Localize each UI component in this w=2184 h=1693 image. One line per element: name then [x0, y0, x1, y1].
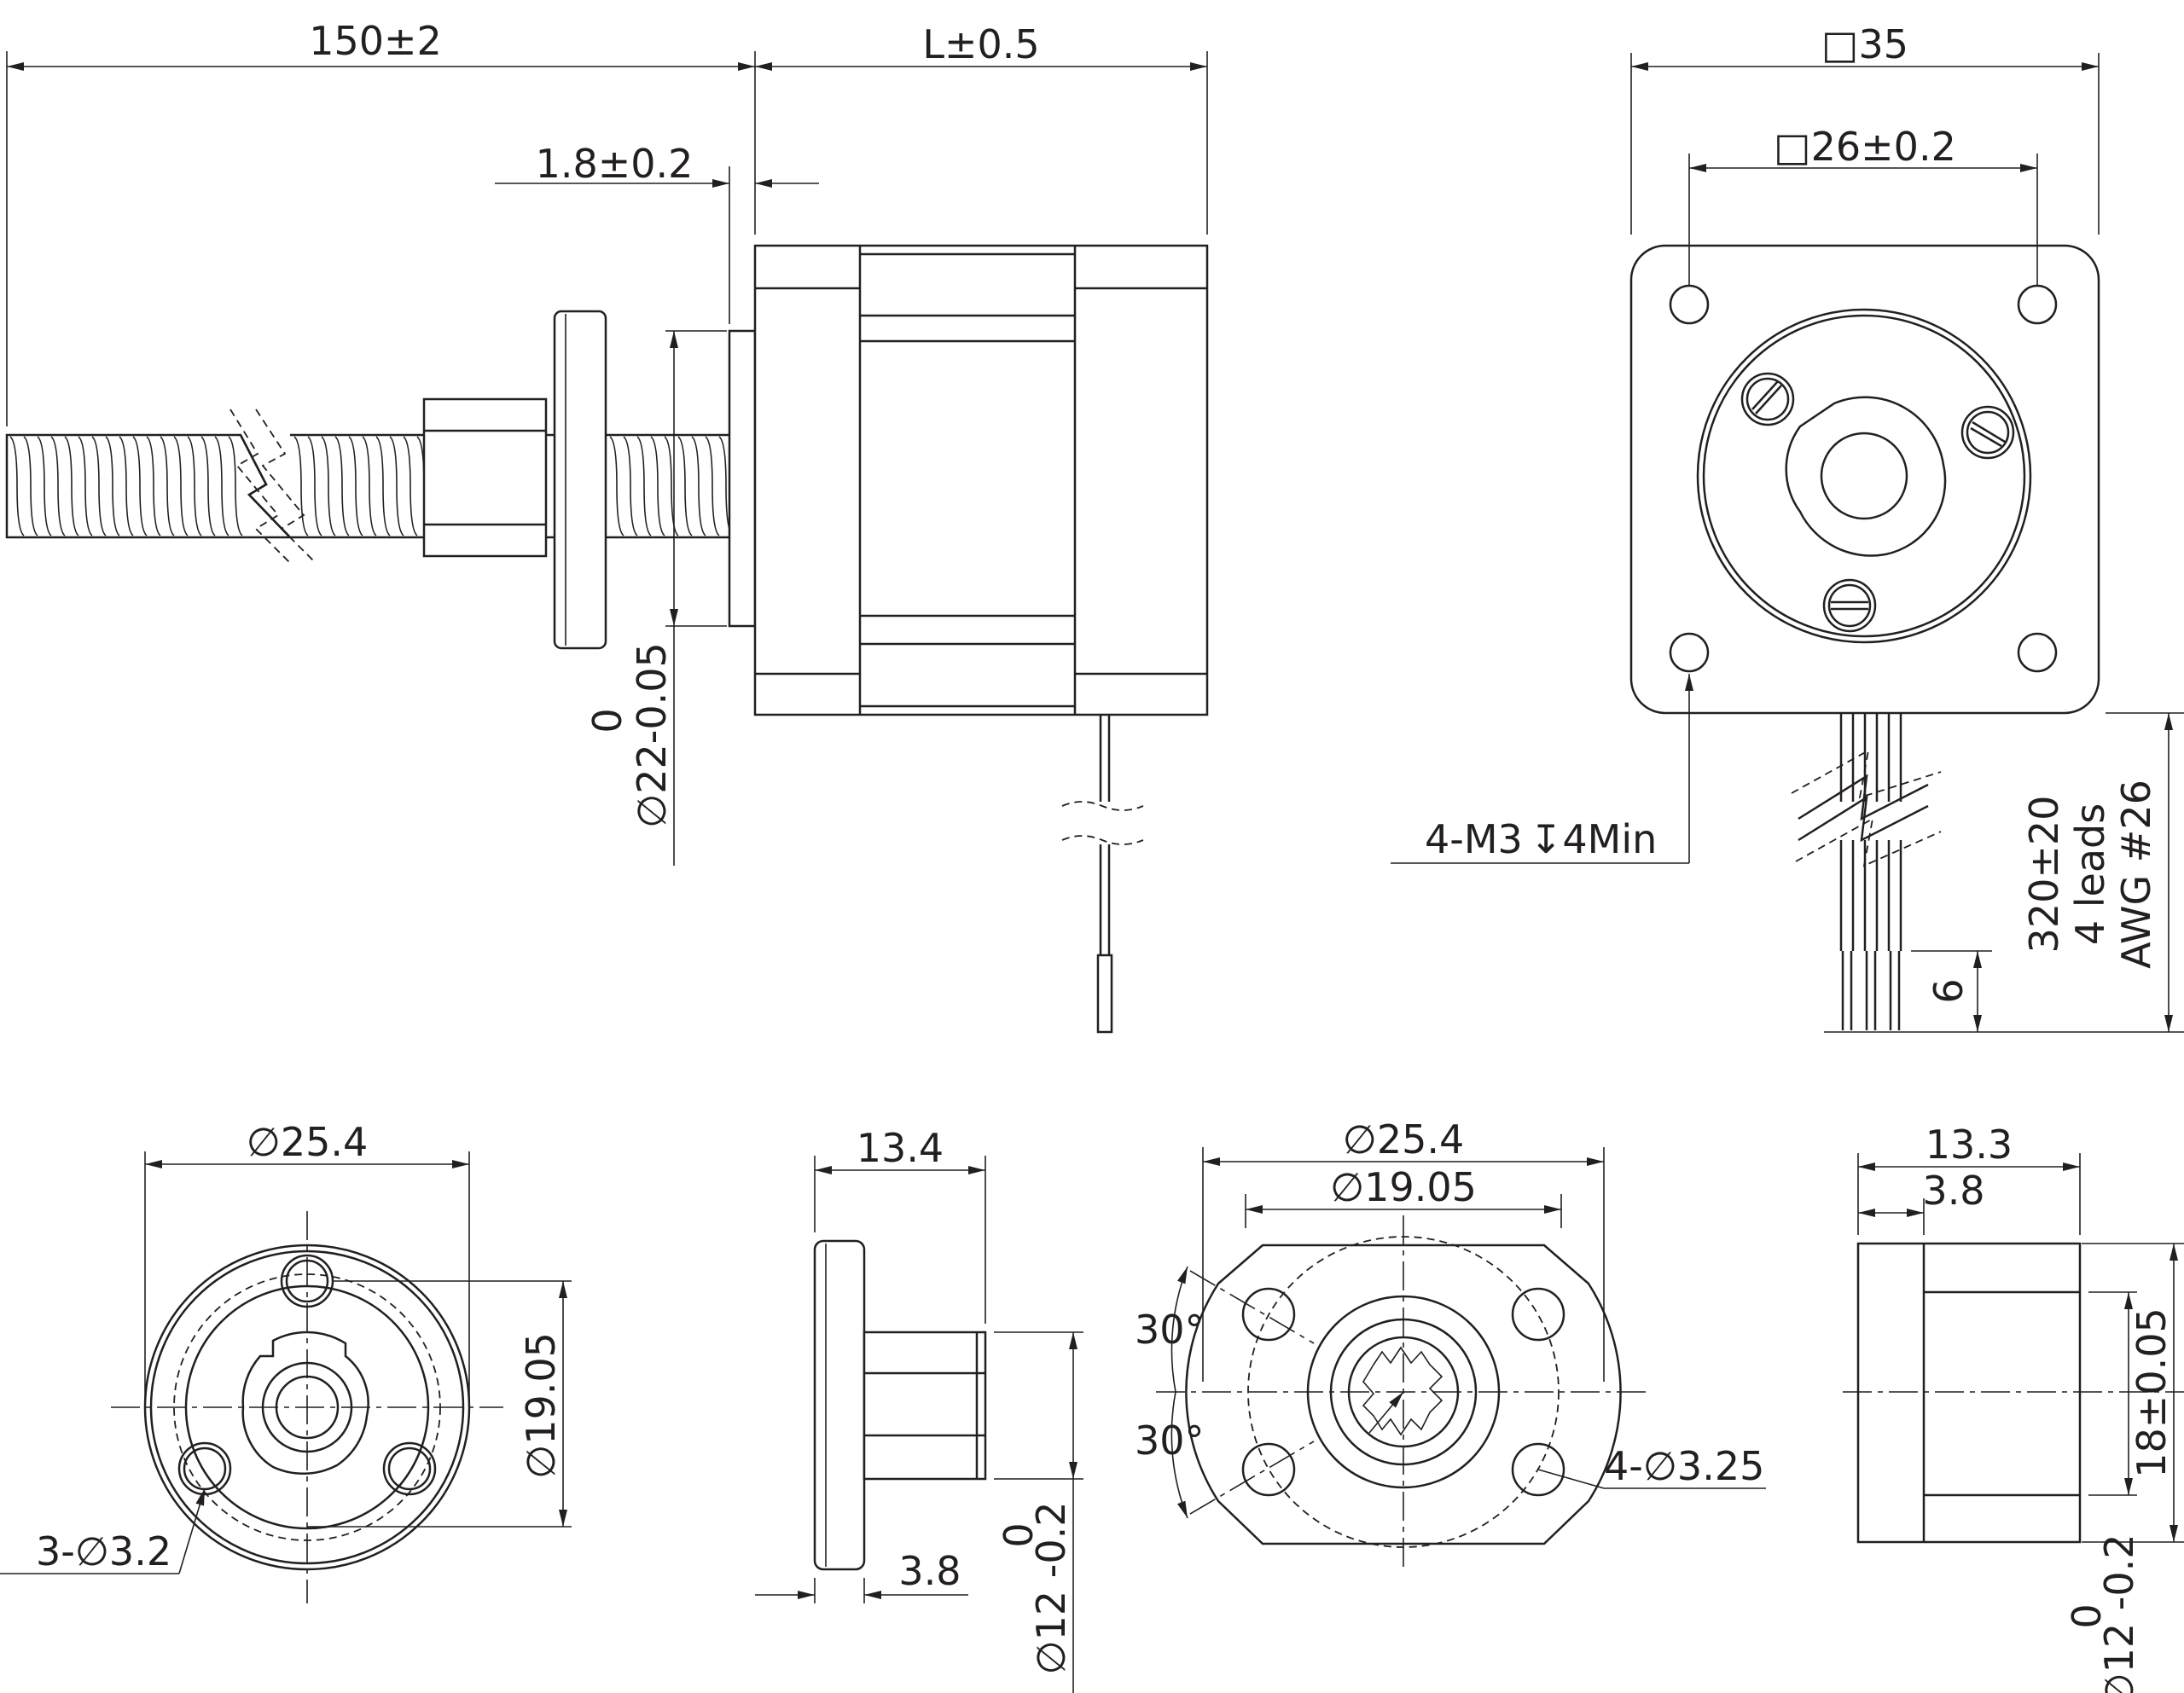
flange-hole	[382, 1441, 437, 1496]
screw-thread	[64, 436, 79, 536]
dim-angle-bottom: 30°	[1135, 1418, 1205, 1464]
screw-thread	[650, 436, 665, 536]
depth-symbol: ↧	[1530, 816, 1563, 862]
screw-thread	[173, 436, 189, 536]
dim-holes: 3-∅3.2	[36, 1528, 171, 1574]
screw-thread	[160, 436, 175, 536]
mount-hole	[2017, 632, 2058, 673]
nut-b-side-dimensions	[1857, 1153, 2184, 1543]
screw-thread	[664, 436, 679, 536]
screw-thread	[78, 436, 93, 536]
dim-body-diameter: ∅12 -0.2	[2096, 1534, 2142, 1693]
motor-body	[728, 244, 1209, 716]
lead-nut	[422, 310, 607, 650]
dim-body-tolerance: 0	[996, 1522, 1042, 1547]
dim-hole-spacing: □26±0.2	[1774, 124, 1956, 170]
screw-thread	[705, 436, 720, 536]
screw-thread	[403, 436, 418, 536]
front-view-dimensions	[1391, 53, 2184, 1033]
screw-thread	[636, 436, 652, 536]
side-lead-wire	[1061, 715, 1144, 1034]
dim-boss-diameter: ∅22-0.05	[629, 642, 675, 828]
flange-hole	[1511, 1287, 1565, 1342]
lead-screw	[5, 409, 734, 564]
dim-motor-length: L±0.5	[922, 21, 1039, 67]
dim-body-height: 18±0.05	[2129, 1307, 2175, 1478]
dim-flange-thickness: 3.8	[1922, 1168, 1984, 1214]
dim-lead-strip: 6	[1926, 978, 1972, 1003]
screw-head	[1960, 405, 2015, 460]
dim-holes: 4-∅3.25	[1604, 1443, 1764, 1489]
dim-bolt-circle: ∅19.05	[1330, 1164, 1477, 1210]
dim-lead-gauge: AWG #26	[2113, 780, 2159, 969]
dim-length: 13.3	[1926, 1122, 2013, 1168]
screw-thread	[362, 436, 377, 536]
screw-thread	[187, 436, 202, 536]
mount-hole	[1669, 632, 1710, 673]
dim-boss-height: 1.8±0.2	[536, 141, 694, 187]
flange-hole	[1511, 1442, 1565, 1497]
dim-flange-diameter: ∅25.4	[1343, 1116, 1465, 1162]
dim-length: 13.4	[857, 1125, 944, 1171]
nut-a-side-dimensions	[755, 1156, 1083, 1693]
side-view-dimensions	[6, 51, 1208, 866]
screw-thread	[23, 436, 38, 536]
screw-thread	[321, 436, 336, 536]
dim-bolt-circle: ∅19.05	[518, 1332, 564, 1479]
screw-thread	[293, 436, 309, 536]
screw-head	[1740, 372, 1795, 426]
flange-hole	[1241, 1442, 1296, 1497]
nut-b-front-dimensions	[1170, 1147, 1766, 1519]
screw-thread	[375, 436, 391, 536]
front-view: □35 □26±0.2 4-M3↧4Min 320±20 4 leads AWG…	[1391, 21, 2184, 1033]
dim-lead-length: 320±20	[2021, 796, 2067, 954]
screw-thread	[214, 436, 229, 536]
dim-flange-diameter: ∅25.4	[247, 1119, 369, 1165]
screw-thread	[389, 436, 404, 536]
screw-thread	[50, 436, 66, 536]
flange-hole	[1241, 1287, 1296, 1342]
dim-boss-tolerance: 0	[584, 708, 630, 733]
nut-a-front-dimensions	[0, 1151, 572, 1574]
screw-thread	[348, 436, 363, 536]
dim-body-diameter: ∅12 -0.2	[1028, 1502, 1074, 1675]
screw-thread	[105, 436, 120, 536]
nut-b-front-view: ∅25.4 ∅19.05 30° 30° 4-∅3.25	[1135, 1116, 1766, 1569]
screw-thread	[623, 436, 638, 536]
flange-hole	[177, 1441, 232, 1496]
nut-b-side-view: 13.3 3.8 18±0.05 0 ∅12 -0.2	[1843, 1122, 2184, 1693]
screw-thread	[228, 436, 243, 536]
screw-thread	[146, 436, 161, 536]
side-view: 150±2 L±0.5 1.8±0.2 0 ∅22-0.05	[5, 18, 1209, 1034]
screw-thread	[691, 436, 706, 536]
screw-thread	[91, 436, 107, 536]
nut-a-front-view: ∅25.4 ∅19.05 3-∅3.2	[0, 1119, 572, 1603]
dim-body-tolerance: 0	[2064, 1603, 2110, 1628]
screw-thread	[37, 436, 52, 536]
screw-thread	[307, 436, 322, 536]
screw-thread	[200, 436, 216, 536]
front-lead-wires	[1791, 713, 1942, 1030]
screw-thread	[677, 436, 693, 536]
nut-a-side-view: 13.4 3.8 0 ∅12 -0.2	[755, 1125, 1083, 1693]
dim-flange-thickness: 3.8	[898, 1548, 961, 1594]
screw-thread	[334, 436, 350, 536]
screw-thread	[132, 436, 148, 536]
screw-thread	[9, 436, 25, 536]
dim-lead-count: 4 leads	[2067, 803, 2113, 945]
screw-thread	[119, 436, 134, 536]
screw-thread	[609, 436, 624, 536]
dim-mount-holes: 4-M3↧4Min	[1425, 816, 1657, 862]
dim-frame-size: □35	[1821, 21, 1908, 67]
dim-screw-length: 150±2	[309, 18, 442, 64]
screw-head	[1822, 578, 1877, 633]
dim-angle-top: 30°	[1135, 1307, 1205, 1353]
